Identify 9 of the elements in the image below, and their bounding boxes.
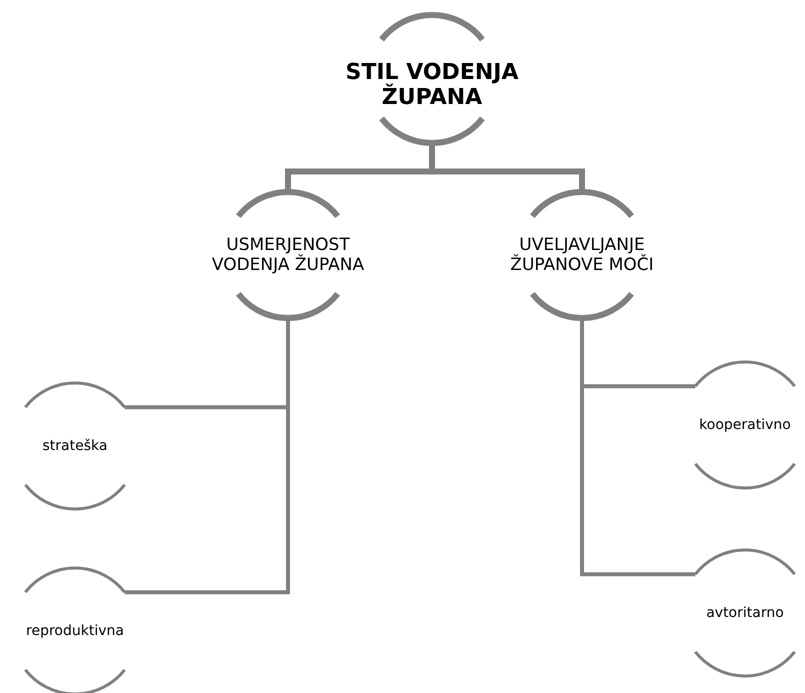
connector-line — [124, 318, 290, 594]
connector-line — [580, 318, 696, 576]
node-label: kooperativno — [699, 416, 791, 434]
node-label: USMERJENOST VODENJA ŽUPANA — [210, 234, 366, 276]
node-label: reproduktivna — [26, 622, 124, 640]
node-label: STIL VODENJA ŽUPANA — [344, 58, 520, 110]
node-label: UVELJAVLJANJE ŽUPANOVE MOČI — [509, 234, 655, 276]
node-label: avtoritarno — [706, 604, 784, 622]
node-label: strateška — [42, 438, 108, 454]
